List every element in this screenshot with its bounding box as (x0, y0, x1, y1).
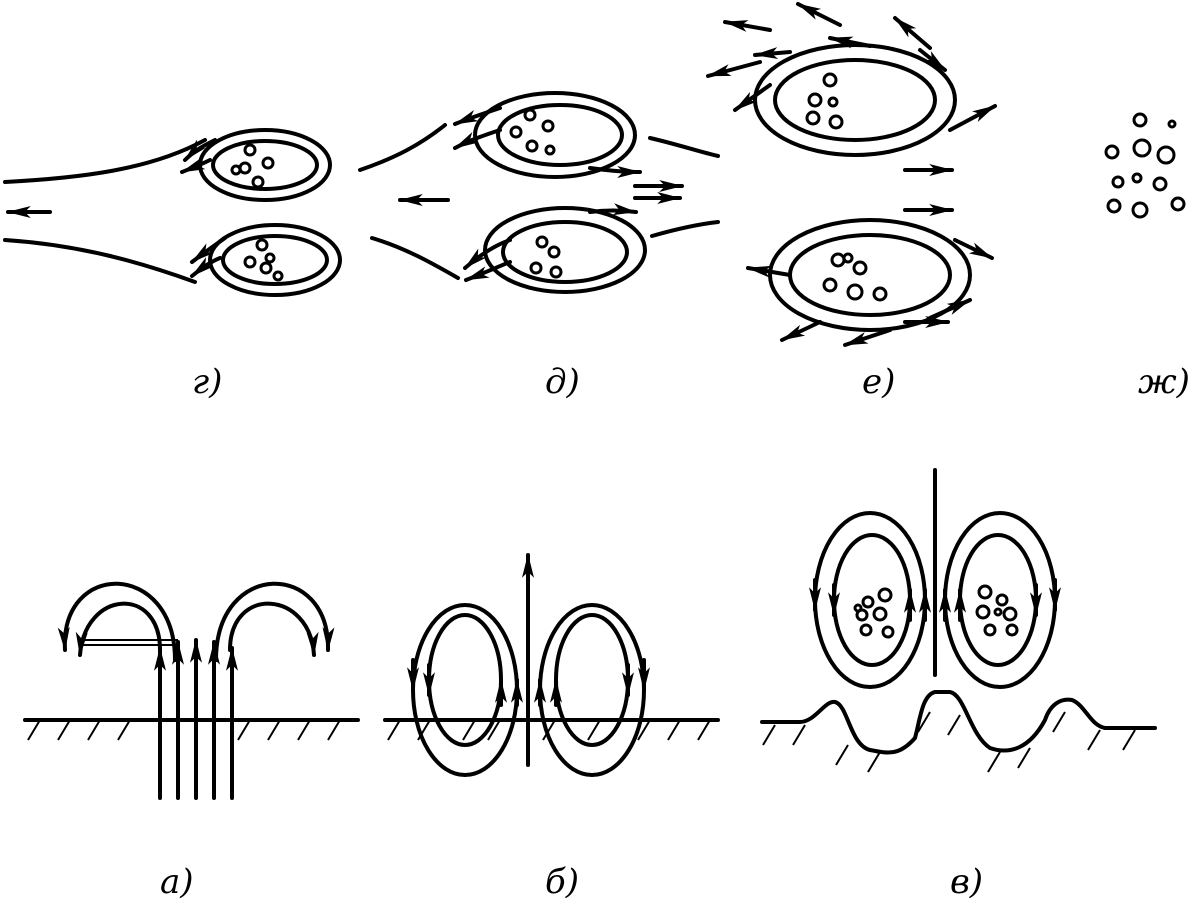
fountain-arc (214, 581, 335, 662)
panel-g (3, 128, 342, 297)
panel-e (706, 2, 997, 347)
ground-hatching (27, 719, 341, 741)
vortex-inner (221, 234, 329, 286)
panel-label-g: г) (192, 362, 222, 402)
panel-zh (1104, 112, 1186, 219)
circulation-arrow (588, 203, 638, 216)
particle-cluster (230, 143, 284, 282)
streamline (358, 123, 447, 172)
vortex-inner (773, 58, 937, 142)
dispersal-arrows (706, 2, 997, 347)
vortex-inner (496, 103, 624, 167)
circulation-arrow (464, 260, 512, 282)
circulation-arrow (453, 106, 502, 126)
particle-cluster (805, 72, 888, 302)
vortex-inner (788, 233, 952, 317)
vertical-jets (154, 638, 238, 800)
panel-label-v: в) (950, 862, 983, 902)
streamline (3, 238, 197, 284)
circulation-arrow (463, 238, 512, 270)
deformed-ground (760, 690, 1157, 755)
circulation-arrow (190, 256, 222, 278)
panel-label-b: б) (545, 862, 579, 902)
fountain-arc (57, 581, 177, 662)
vortex-inner (211, 139, 319, 191)
fountain-arc (228, 601, 319, 657)
particle-cluster (1104, 112, 1186, 219)
fountain-arc (75, 601, 162, 657)
panel-label-d: д) (545, 362, 580, 402)
circulation-arrow (180, 157, 212, 174)
streamline (3, 138, 207, 184)
panel-label-a: а) (160, 862, 194, 902)
ground-hatching (387, 719, 711, 741)
streamline (650, 220, 720, 238)
circulation-arrow (588, 165, 642, 178)
ground-hatching (762, 711, 1136, 773)
panel-a (23, 581, 360, 800)
panel-b (383, 553, 720, 777)
panel-d (358, 91, 720, 294)
vortex-inner (427, 613, 503, 747)
particle-cluster (509, 108, 563, 279)
streamline (370, 236, 460, 280)
vortex-inner (554, 613, 630, 747)
circulation-arrow (183, 138, 217, 162)
circulation-arrow (453, 128, 502, 150)
panel-label-zh: ж) (1138, 362, 1190, 402)
streamline (648, 136, 720, 158)
panel-label-e: е) (862, 362, 895, 402)
particle-cluster (853, 584, 1019, 639)
panel-v (760, 468, 1157, 773)
vortex-inner (501, 220, 629, 284)
